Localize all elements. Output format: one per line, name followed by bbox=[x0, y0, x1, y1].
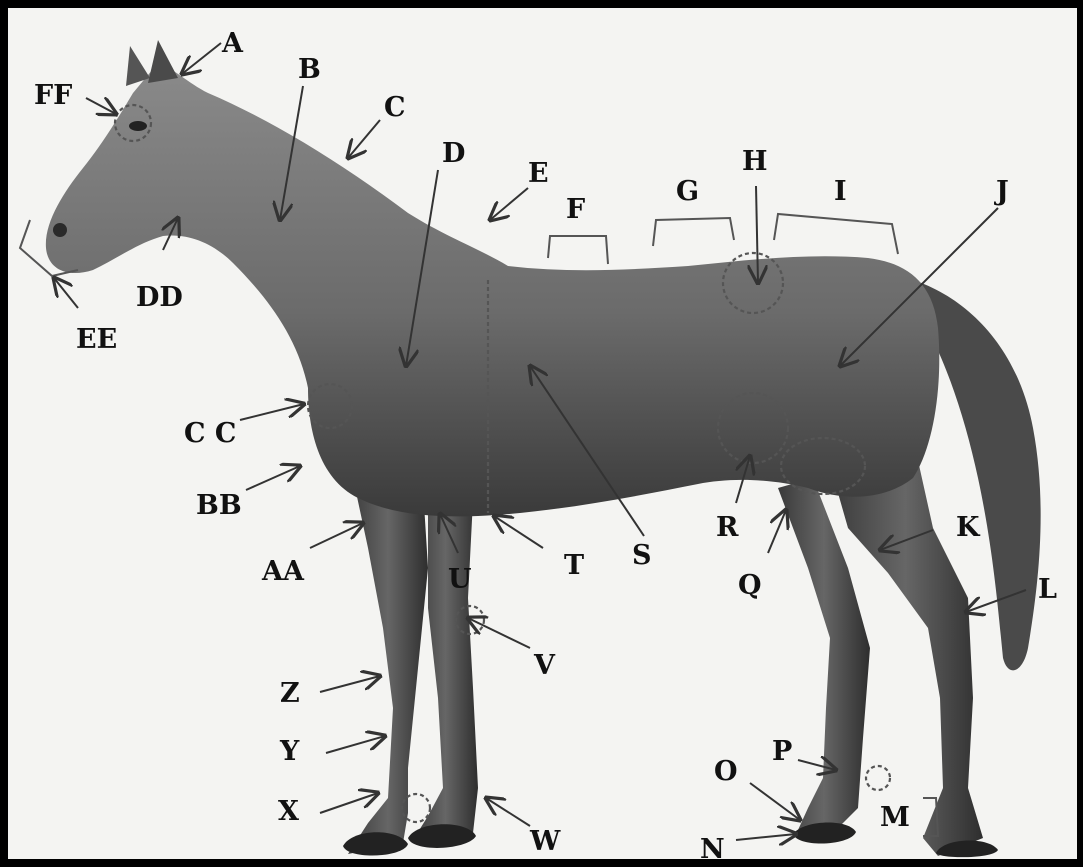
label-bb: BB bbox=[196, 490, 242, 521]
arrow-t bbox=[494, 516, 543, 548]
hock-point-marker bbox=[866, 766, 890, 790]
label-x: X bbox=[278, 796, 299, 827]
label-n: N bbox=[700, 834, 725, 859]
label-d: D bbox=[442, 138, 465, 169]
label-b: B bbox=[298, 54, 321, 85]
arrow-bb bbox=[246, 466, 300, 490]
label-aa: AA bbox=[261, 556, 305, 587]
label-z: Z bbox=[280, 678, 300, 709]
label-q: Q bbox=[738, 570, 762, 601]
label-r: R bbox=[716, 512, 739, 543]
arrow-x bbox=[320, 793, 378, 813]
label-g: G bbox=[676, 176, 699, 207]
arrow-ff bbox=[86, 98, 116, 114]
label-cc: C C bbox=[184, 418, 236, 449]
label-p: P bbox=[772, 736, 792, 767]
label-w: W bbox=[529, 826, 561, 857]
arrow-w bbox=[486, 798, 530, 826]
horse-ear-near bbox=[148, 40, 178, 83]
label-o: O bbox=[714, 756, 738, 787]
label-k: K bbox=[956, 512, 981, 543]
horse-front-near-leg bbox=[348, 478, 428, 854]
arrow-n bbox=[736, 834, 796, 840]
arrow-ee bbox=[54, 278, 78, 308]
label-u: U bbox=[448, 564, 472, 595]
bracket-g bbox=[653, 218, 734, 246]
arrow-c bbox=[348, 120, 380, 158]
label-l: L bbox=[1038, 574, 1057, 605]
horse-eye bbox=[129, 121, 147, 131]
label-y: Y bbox=[279, 736, 300, 767]
label-c: C bbox=[384, 92, 406, 123]
arrow-e bbox=[490, 188, 528, 220]
label-i: I bbox=[834, 176, 847, 207]
label-ff: FF bbox=[34, 80, 72, 111]
arrow-cc bbox=[240, 404, 304, 420]
label-j: J bbox=[994, 176, 1009, 207]
horse-anatomy-diagram: A B C D E F G H I J K L M N O P Q R S T … bbox=[8, 8, 1077, 859]
label-t: T bbox=[564, 550, 584, 581]
bracket-f bbox=[548, 236, 608, 264]
label-ee: EE bbox=[76, 324, 117, 355]
label-s: S bbox=[632, 540, 652, 571]
label-dd: DD bbox=[136, 282, 183, 313]
arrow-a bbox=[182, 43, 221, 74]
label-f: F bbox=[566, 194, 585, 225]
arrow-q bbox=[768, 510, 786, 553]
arrow-y bbox=[326, 736, 385, 753]
arrow-o bbox=[750, 783, 800, 820]
label-h: H bbox=[742, 146, 768, 177]
label-e: E bbox=[528, 158, 549, 189]
horse-nostril bbox=[53, 223, 67, 237]
label-a: A bbox=[221, 28, 244, 59]
label-m: M bbox=[880, 802, 910, 833]
arrow-aa bbox=[310, 523, 363, 548]
arrow-z bbox=[320, 676, 380, 692]
label-v: V bbox=[533, 650, 556, 681]
bracket-i bbox=[774, 214, 898, 254]
